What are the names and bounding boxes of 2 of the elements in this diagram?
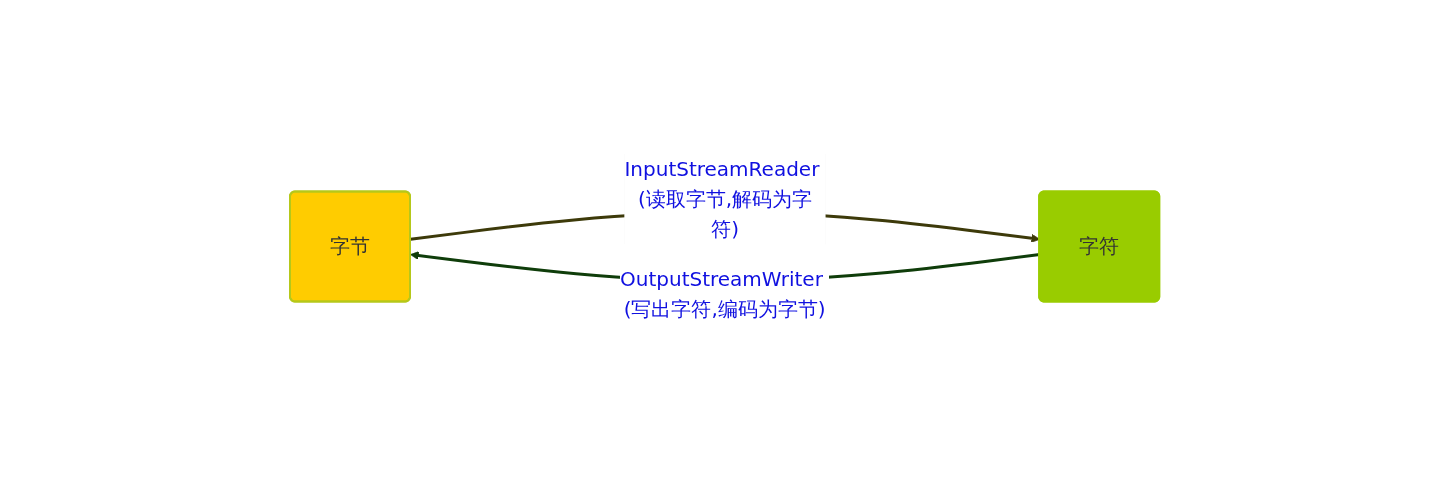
edge-label: InputStreamReader (读取字节,解码为字符) — [624, 157, 820, 242]
edge-label: OutputStreamWriter (写出字符,编码为字节) — [620, 266, 826, 321]
